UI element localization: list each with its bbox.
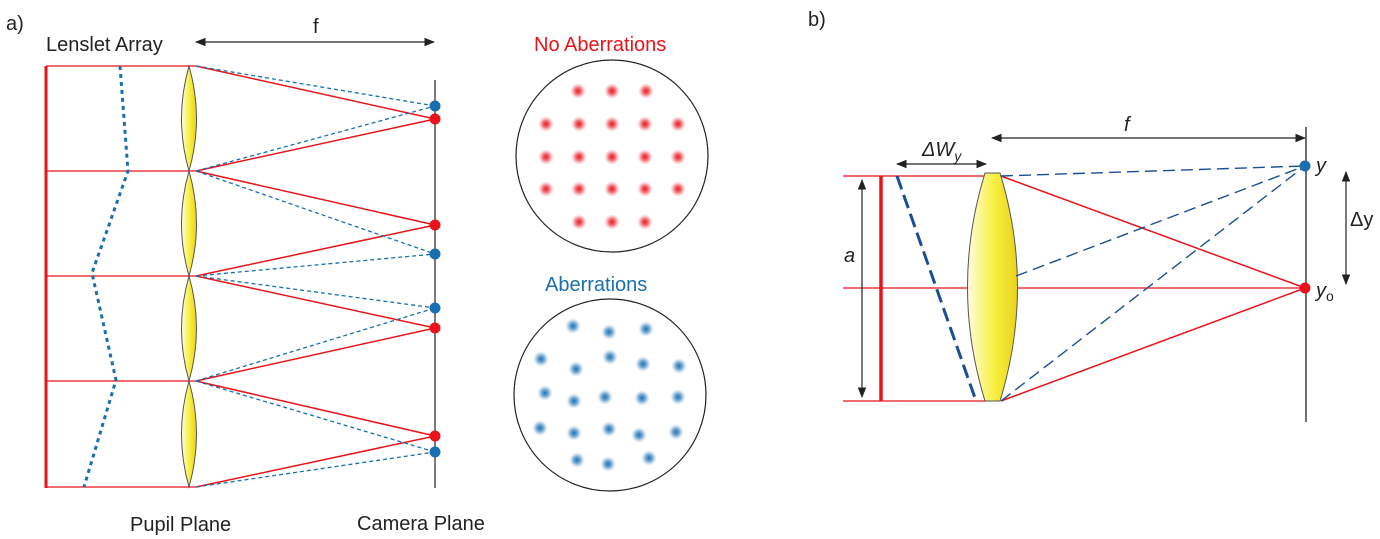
y0-label: yo (1314, 280, 1334, 304)
lenslet-2 (181, 169, 197, 278)
spot (538, 149, 554, 165)
delta-w-subscript: y (953, 148, 962, 164)
spot (641, 450, 657, 466)
delta-w-text: ΔW (921, 139, 956, 161)
spot (601, 324, 617, 340)
spot (604, 116, 620, 132)
spot (670, 116, 686, 132)
focus-spot-red (429, 113, 441, 125)
focused-rays-red-b (1000, 175, 1306, 402)
spot (635, 356, 651, 372)
pupil-plane-label: Pupil Plane (130, 514, 231, 536)
spot (602, 349, 618, 365)
spot (637, 181, 653, 197)
spot (670, 181, 686, 197)
spot (638, 321, 654, 337)
incoming-rays-b (843, 175, 1305, 402)
camera-plane-label: Camera Plane (357, 513, 485, 535)
focus-spot-red (429, 322, 441, 334)
spot (538, 116, 554, 132)
spot (604, 83, 620, 99)
spot (631, 427, 647, 443)
panel-a-label: a) (6, 13, 24, 35)
tilted-wavefront (895, 175, 977, 399)
focus-spot-red (429, 430, 441, 442)
spot (668, 424, 684, 440)
lenslet-array (181, 64, 197, 489)
spot (671, 358, 687, 374)
spot (571, 181, 587, 197)
spot (604, 149, 620, 165)
spot (566, 425, 582, 441)
spot (571, 149, 587, 165)
spot (600, 456, 616, 472)
focused-rays-blue-b (1000, 165, 1306, 402)
spot (568, 361, 584, 377)
lenslet-3 (181, 274, 197, 383)
spot (571, 214, 587, 230)
focal-length-label-a: f (313, 16, 319, 38)
spot (538, 181, 554, 197)
single-lens (967, 172, 1018, 402)
spot (670, 389, 686, 405)
focused-rays-blue (195, 65, 436, 488)
lenslet-1 (181, 64, 197, 173)
spot (604, 181, 620, 197)
delta-y-label: Δy (1350, 209, 1373, 231)
spot (532, 420, 548, 436)
focus-spot-blue (429, 100, 441, 112)
spot (569, 452, 585, 468)
lenslet-4 (181, 379, 197, 489)
spot (566, 393, 582, 409)
focus-spot-red (429, 219, 441, 231)
spot (565, 318, 581, 334)
camera-focus-spots (429, 100, 441, 458)
focus-spot-blue (429, 248, 441, 260)
spot (537, 385, 553, 401)
spot (601, 421, 617, 437)
aberrations-label: Aberrations (545, 274, 647, 296)
spot (597, 389, 613, 405)
focal-length-label-b: f (1124, 114, 1132, 136)
spot-y (1299, 160, 1311, 172)
spot (637, 214, 653, 230)
spot (571, 116, 587, 132)
panel-b-label: b) (808, 9, 826, 31)
incoming-rays (46, 65, 196, 488)
focus-spot-blue (429, 302, 441, 314)
spot (634, 390, 650, 406)
lenslet-array-label: Lenslet Array (46, 34, 163, 56)
spot (604, 214, 620, 230)
panel-b: b) f ΔWy a (808, 9, 1373, 422)
aberrated-wavefront (82, 65, 130, 488)
spot (570, 83, 586, 99)
spot-y0 (1299, 282, 1311, 294)
y0-subscript: o (1326, 288, 1334, 304)
no-aberrations-spots (538, 83, 686, 230)
y-label: y (1314, 155, 1327, 177)
panel-a: a) Lenslet Array f (6, 13, 709, 536)
focus-spot-blue (429, 446, 441, 458)
delta-w-label: ΔWy (921, 139, 962, 164)
focused-rays-red (195, 65, 436, 488)
aberrations-spots (532, 318, 687, 472)
spot (637, 149, 653, 165)
spot (637, 116, 653, 132)
y0-text: y (1314, 280, 1327, 302)
spot (638, 83, 654, 99)
no-aberrations-label: No Aberrations (534, 34, 666, 56)
spot (670, 149, 686, 165)
aperture-label: a (844, 245, 855, 267)
spot (533, 351, 549, 367)
